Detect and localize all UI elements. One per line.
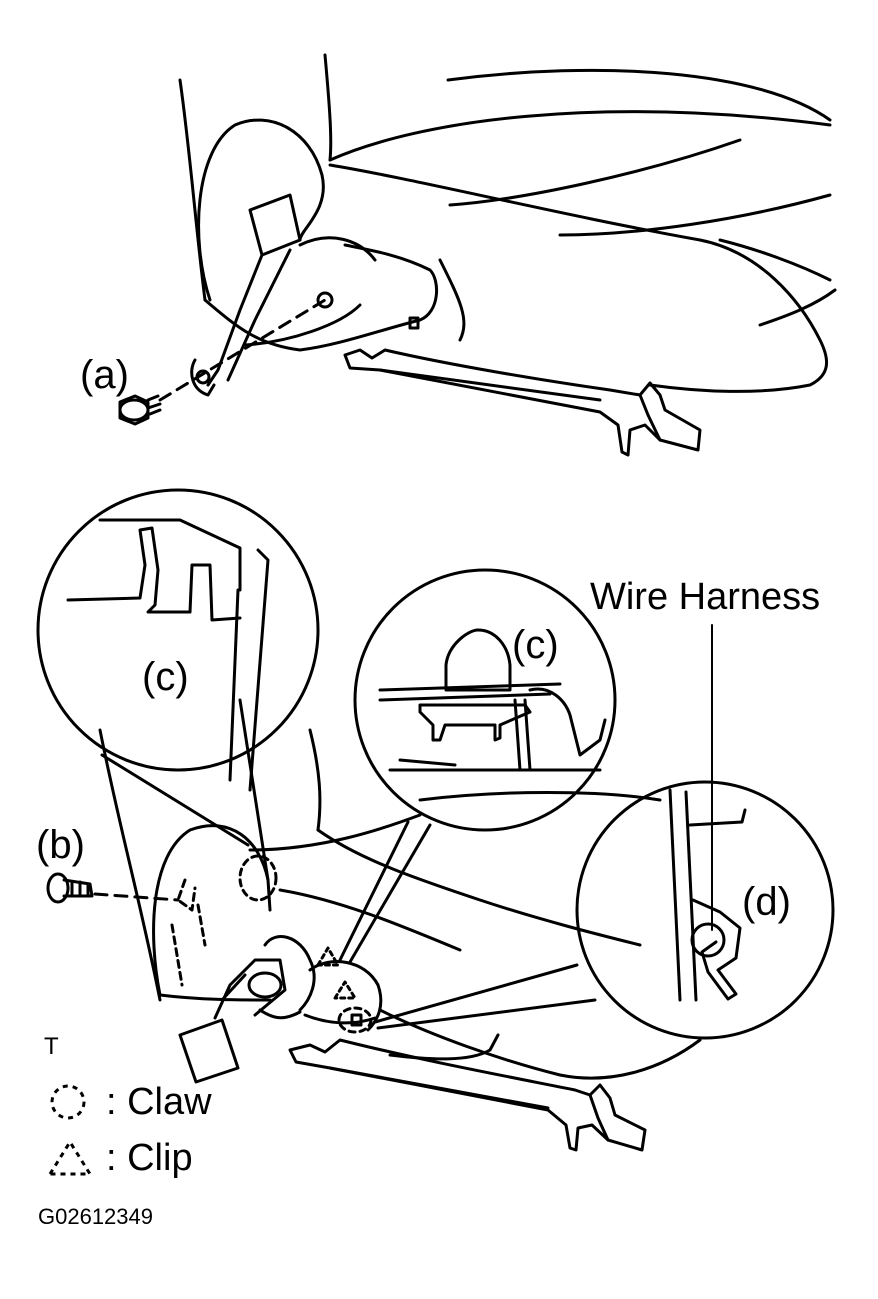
leader-a — [158, 298, 327, 402]
callout-c-middle: (c) — [512, 623, 559, 667]
detail-circle-right-d — [373, 780, 835, 1040]
legend-clip-label: : Clip — [106, 1137, 193, 1179]
legend-clip: : Clip — [44, 1136, 193, 1180]
lower-seat-assembly — [98, 728, 702, 1152]
lower-buckle — [178, 1018, 240, 1084]
lower-side-cover — [152, 824, 272, 997]
upper-side-cover — [197, 118, 325, 302]
lower-seat-cushion — [316, 828, 642, 947]
upper-seat-rail — [343, 348, 702, 457]
detail-circle-middle-c — [338, 568, 617, 964]
figure-id: G02612349 — [38, 1204, 153, 1229]
clip-dotted-triangle-icon — [47, 1139, 93, 1176]
wire-harness-label: Wire Harness — [590, 576, 821, 618]
legend-marker: T — [44, 1033, 59, 1060]
leader-b — [93, 892, 180, 902]
legend-claw: : Claw — [44, 1080, 212, 1124]
detail-circle-left-c — [36, 488, 320, 882]
upper-seat-cushion — [328, 163, 829, 393]
callout-c-left: (c) — [142, 655, 189, 699]
claw-dotted-circle-icon — [50, 1084, 86, 1120]
callout-b: (b) — [36, 823, 85, 867]
bolt-a — [118, 394, 162, 426]
callout-a: (a) — [80, 353, 129, 397]
legend-claw-label: : Claw — [106, 1081, 212, 1123]
upper-buckle — [248, 193, 302, 257]
callout-d: (d) — [742, 880, 791, 924]
bolt-b — [46, 872, 94, 904]
upper-seat-assembly — [178, 53, 837, 457]
